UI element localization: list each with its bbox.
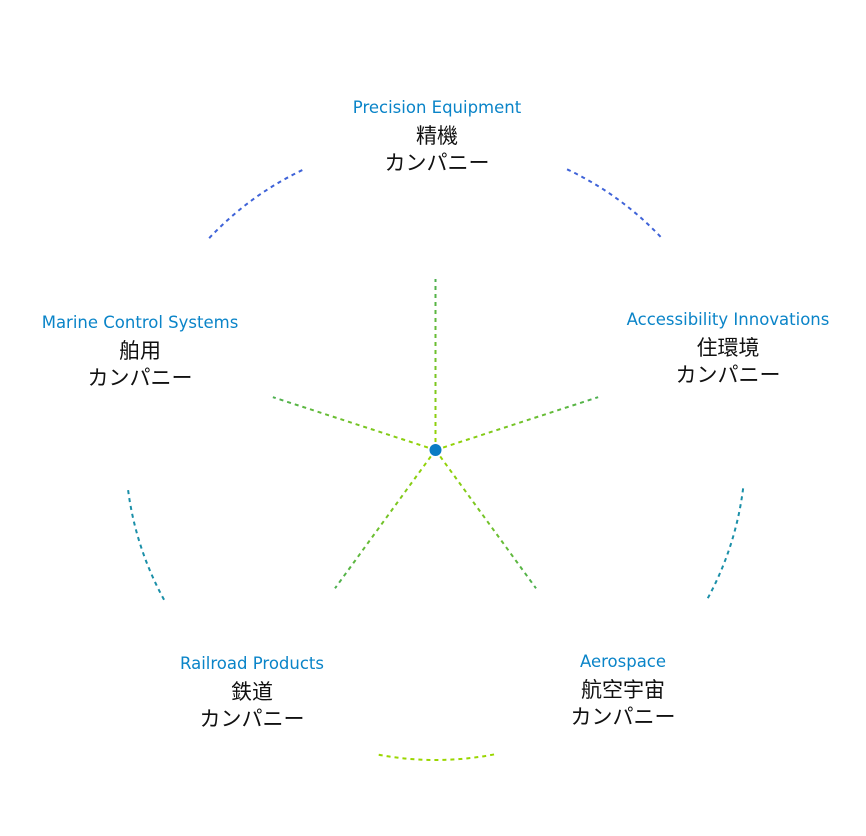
node-label-en: Railroad Products (180, 654, 324, 673)
node-label-jp-line2: カンパニー (384, 151, 490, 175)
spokes (272, 279, 599, 589)
spoke (434, 449, 537, 589)
connector-arc (706, 488, 745, 601)
node-label-jp-line2: カンパニー (199, 707, 305, 731)
connector-arc (566, 168, 663, 239)
node-accessibility-innovations[interactable]: Accessibility Innovations 住環境 カンパニー (627, 309, 830, 389)
node-label-jp-line2: カンパニー (87, 366, 193, 390)
node-label-jp: 舶用 カンパニー (42, 338, 239, 392)
node-label-jp-line1: 鉄道 (230, 680, 273, 704)
spoke (435, 396, 599, 451)
node-label-jp-line2: カンパニー (570, 705, 676, 729)
spoke (272, 396, 436, 451)
node-label-en: Precision Equipment (352, 98, 522, 117)
outer-arcs (126, 168, 745, 761)
node-label-jp-line1: 精機 (416, 124, 458, 148)
connector-arc (126, 488, 165, 601)
node-label-jp-line1: 舶用 (119, 339, 161, 363)
connector-arc (208, 168, 305, 239)
node-marine-control-systems[interactable]: Marine Control Systems 舶用 カンパニー (42, 312, 239, 392)
node-railroad-products[interactable]: Railroad Products 鉄道 カンパニー (180, 653, 324, 733)
node-label-jp: 住環境 カンパニー (627, 335, 830, 389)
node-label-en: Accessibility Innovations (626, 310, 830, 329)
hub-dot (429, 444, 442, 456)
node-label-jp: 航空宇宙 カンパニー (571, 677, 676, 731)
node-label-en: Marine Control Systems (41, 313, 239, 332)
node-label-jp: 精機 カンパニー (353, 123, 521, 177)
node-label-jp-line1: 航空宇宙 (581, 678, 665, 702)
node-precision-equipment[interactable]: Precision Equipment 精機 カンパニー (353, 97, 521, 177)
node-label-jp-line1: 住環境 (696, 336, 760, 360)
connector-arc (376, 753, 495, 761)
spoke (334, 449, 437, 589)
node-label-en: Aerospace (579, 652, 667, 671)
node-label-jp-line2: カンパニー (675, 363, 781, 387)
node-label-jp: 鉄道 カンパニー (180, 679, 324, 733)
node-aerospace[interactable]: Aerospace 航空宇宙 カンパニー (571, 651, 676, 731)
